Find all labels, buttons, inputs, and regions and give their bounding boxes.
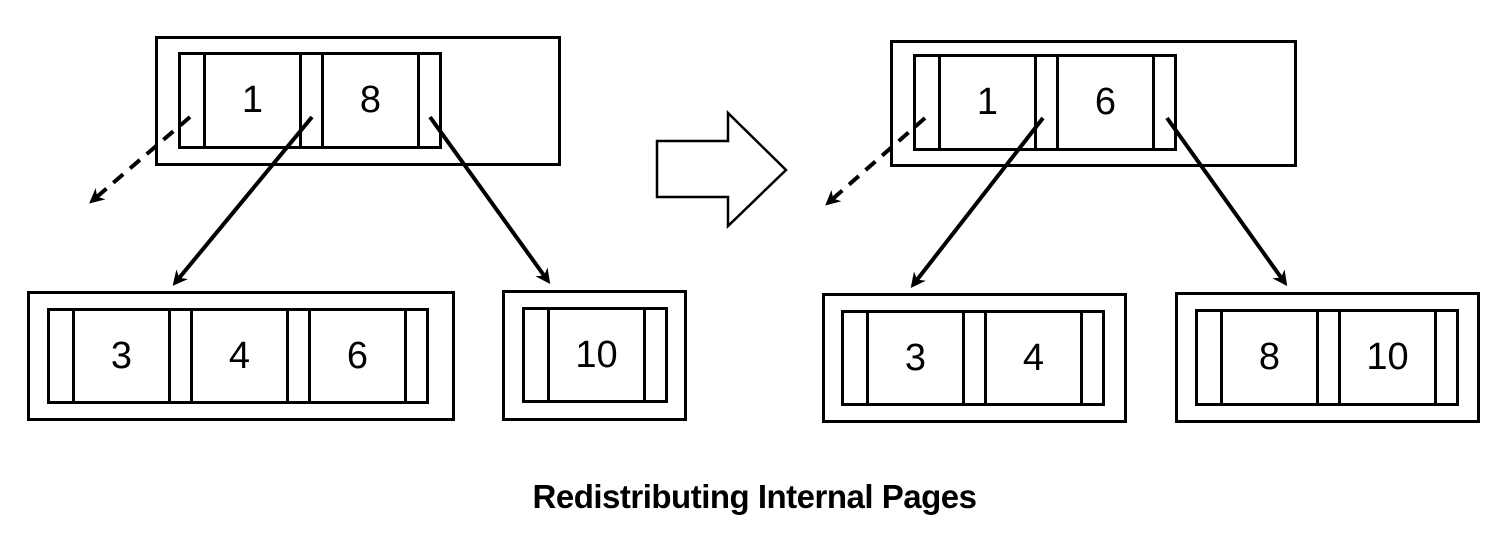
pointer-slot [286,311,308,401]
key-cell: 10 [547,310,643,400]
key-cell: 4 [190,311,286,401]
pointer-slot [916,57,938,148]
pointer-slot [962,313,984,403]
key-cell: 1 [938,57,1034,148]
pointer-slot [417,55,439,146]
pointer-slot [844,313,866,403]
key-cell: 4 [984,313,1080,403]
pointer-slot [1152,57,1174,148]
key-cell: 3 [72,311,168,401]
key-cell: 8 [1220,312,1316,403]
pointer-slot [404,311,426,401]
after-right-child-page: 8 10 [1175,292,1480,423]
pointer-slot [1080,313,1102,403]
key-cell: 8 [321,55,417,146]
after-left-child-page: 3 4 [822,293,1127,423]
pointer-slot [181,55,203,146]
pointer-slot [1198,312,1220,403]
before-root-page: 1 8 [155,36,561,166]
key-cell: 1 [203,55,299,146]
key-cell: 3 [866,313,962,403]
diagram-caption: Redistributing Internal Pages [532,478,977,515]
pointer-slot [168,311,190,401]
before-left-child-page: 3 4 6 [27,291,455,421]
key-cell: 10 [1338,312,1434,403]
pointer-slot [525,310,547,400]
pointer-slot [1034,57,1056,148]
before-right-child-page: 10 [502,290,687,421]
right-block-arrow-icon [655,110,788,229]
after-root-page: 1 6 [890,40,1297,167]
pointer-slot [643,310,665,400]
pointer-slot [1316,312,1338,403]
pointer-slot [1434,312,1456,403]
pointer-slot [50,311,72,401]
key-cell: 6 [1056,57,1152,148]
pointer-slot [299,55,321,146]
key-cell: 6 [308,311,404,401]
